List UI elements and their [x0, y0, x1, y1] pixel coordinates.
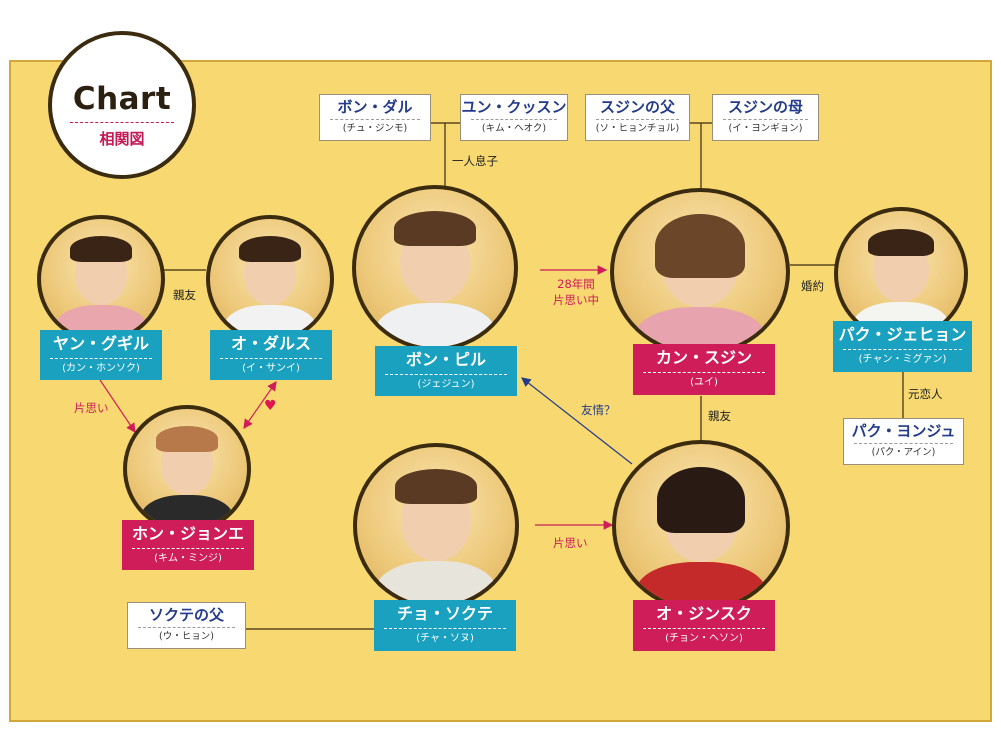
name-text: パク・ジェヒョン [838, 325, 967, 344]
name-text: パク・ヨンジュ [851, 422, 956, 440]
actor-text: (チョン・ヘソン) [665, 633, 743, 644]
name-text: ボン・ダル [337, 98, 413, 116]
box-yun-kusun: ユン・クッスン (キム・ヘオク) [460, 94, 568, 141]
relation-only-son: 一人息子 [452, 154, 498, 168]
portrait-yang-gugil [37, 215, 165, 343]
name-text: チョ・ソクテ [396, 604, 493, 623]
badge-divider [70, 122, 174, 123]
divider [471, 119, 557, 120]
divider [723, 119, 808, 120]
relation-best-friends-left: 親友 [173, 288, 196, 302]
relation-engaged: 婚約 [801, 279, 824, 293]
label-yang-gugil: ヤン・グギル (カン・ホンソク) [40, 330, 162, 380]
portrait-oh-dalsu [206, 215, 334, 343]
relation-ex-lover: 元恋人 [908, 387, 943, 401]
name-text: スジンの母 [727, 98, 803, 116]
name-text: ソクテの父 [148, 606, 224, 624]
divider [50, 358, 152, 359]
actor-text: (イ・ヨンギョン) [728, 123, 803, 134]
portrait-bong-pil [352, 185, 518, 351]
label-bong-pil: ボン・ピル (ジェジュン) [375, 346, 517, 396]
portrait-cho-sokte [353, 443, 519, 609]
box-sokte-father: ソクテの父 (ウ・ヒョン) [127, 602, 246, 649]
heart-icon: ♥ [264, 398, 277, 414]
relation-crush-bottom: 片思い [553, 536, 588, 550]
divider [843, 349, 962, 350]
divider [854, 443, 953, 444]
relation-28-years-line1: 28年間 [557, 277, 595, 291]
name-text: ホン・ジョンエ [131, 524, 244, 543]
label-kang-sujin: カン・スジン (ユイ) [633, 344, 775, 395]
actor-text: (ソ・ヒョンチョル) [595, 123, 680, 134]
actor-text: (ジェジュン) [417, 379, 475, 390]
box-sujin-father: スジンの父 (ソ・ヒョンチョル) [585, 94, 690, 141]
label-oh-dalsu: オ・ダルス (イ・サンイ) [210, 330, 332, 380]
divider [643, 372, 765, 373]
actor-text: (チャ・ソヌ) [416, 633, 474, 644]
actor-text: (パク・アイン) [871, 447, 936, 458]
divider [138, 627, 235, 628]
name-text: スジンの父 [599, 98, 675, 116]
portrait-oh-jinsuk [612, 440, 790, 612]
actor-text: (カン・ホンソク) [62, 363, 140, 374]
box-bong-dal: ボン・ダル (チュ・ジンモ) [319, 94, 431, 141]
badge-title: Chart [72, 81, 172, 117]
relation-crush-left: 片思い [74, 401, 109, 415]
arrow-love-mutual [243, 381, 277, 429]
arrow-crush-left [99, 379, 136, 433]
name-text: ヤン・グギル [52, 334, 149, 353]
portrait-hong-jungae [123, 405, 251, 533]
actor-text: (ウ・ヒョン) [159, 631, 214, 642]
portrait-park-jaehyun [834, 207, 968, 341]
badge-subtitle: 相関図 [99, 130, 145, 148]
label-park-jaehyun: パク・ジェヒョン (チャン・ミグァン) [833, 321, 972, 372]
divider [132, 548, 244, 549]
name-text: ユン・クッスン [461, 98, 567, 116]
box-sujin-mother: スジンの母 (イ・ヨンギョン) [712, 94, 819, 141]
actor-text: (チャン・ミグァン) [858, 354, 947, 365]
divider [643, 628, 765, 629]
relation-best-friends-right: 親友 [708, 409, 731, 423]
divider [220, 358, 322, 359]
box-park-youngju: パク・ヨンジュ (パク・アイン) [843, 418, 964, 465]
name-text: ボン・ピル [405, 350, 486, 369]
relation-friendship: 友情？ [581, 403, 616, 417]
name-text: カン・スジン [655, 348, 752, 367]
divider [330, 119, 420, 120]
chart-badge: Chart 相関図 [48, 31, 196, 179]
relation-28-years-line2: 片思い中 [553, 293, 599, 307]
divider [384, 628, 506, 629]
actor-text: (キム・ヘオク) [481, 123, 547, 134]
relation-28-years: 28年間 片思い中 [548, 276, 604, 308]
divider [385, 374, 507, 375]
name-text: オ・ダルス [230, 334, 311, 353]
arrow-friendship [521, 377, 633, 465]
portrait-kang-sujin [610, 188, 790, 356]
actor-text: (ユイ) [690, 377, 718, 388]
actor-text: (キム・ミンジ) [154, 553, 222, 564]
divider [596, 119, 679, 120]
actor-text: (チュ・ジンモ) [342, 123, 408, 134]
actor-text: (イ・サンイ) [242, 363, 300, 374]
label-hong-jungae: ホン・ジョンエ (キム・ミンジ) [122, 520, 254, 570]
name-text: オ・ジンスク [656, 604, 752, 623]
label-cho-sokte: チョ・ソクテ (チャ・ソヌ) [374, 600, 516, 651]
label-oh-jinsuk: オ・ジンスク (チョン・ヘソン) [633, 600, 775, 651]
